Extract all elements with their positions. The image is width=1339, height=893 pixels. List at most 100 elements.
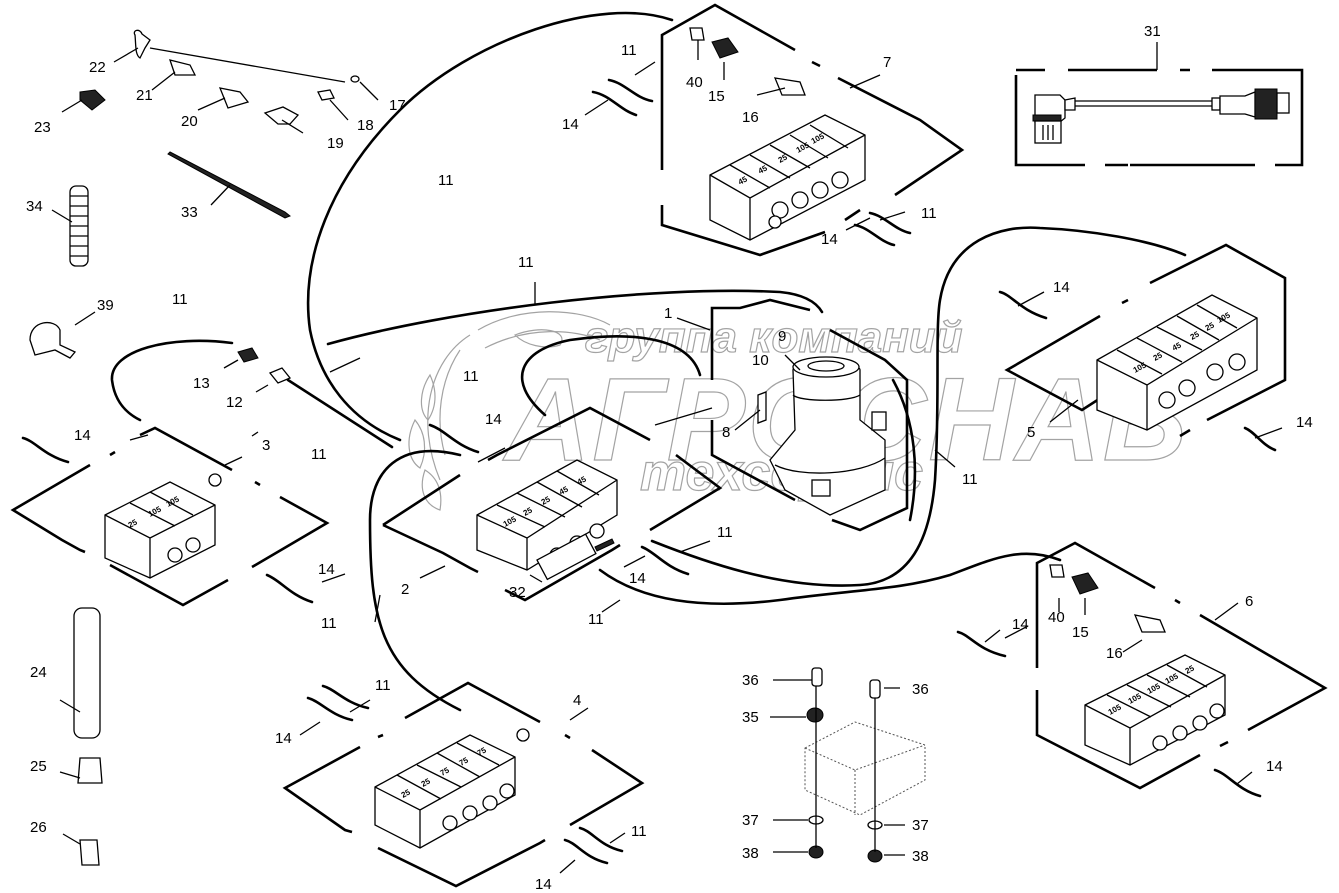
callout-14: 14 — [535, 876, 552, 893]
callout-15: 15 — [708, 88, 725, 105]
mounting-bracket-group — [804, 667, 926, 863]
callout-17: 17 — [389, 97, 406, 114]
distributor-block-7: 45 45 25 105 105 — [709, 114, 866, 241]
hose-cut-mark — [591, 90, 638, 117]
callout-21: 21 — [136, 87, 153, 104]
callout-11: 11 — [321, 615, 337, 632]
fitting-18 — [317, 89, 335, 101]
callout-36: 36 — [742, 672, 759, 689]
callout-14: 14 — [318, 561, 335, 578]
fitting-12 — [268, 367, 292, 384]
callout-38: 38 — [742, 845, 759, 862]
cable-31 — [1032, 88, 1290, 144]
clamp-39 — [29, 321, 77, 359]
distributor-block-3: 25 105 105 — [104, 473, 222, 579]
hose-line — [368, 449, 462, 712]
callout-11: 11 — [588, 611, 604, 628]
callout-16: 16 — [742, 109, 759, 126]
callout-14: 14 — [1266, 758, 1283, 775]
callout-15: 15 — [1072, 624, 1089, 641]
frame-assembly-31 — [1014, 68, 1304, 167]
callout-5: 5 — [1027, 424, 1035, 441]
callout-14: 14 — [1296, 414, 1313, 431]
callout-36: 36 — [912, 681, 929, 698]
frame-assembly-2 — [382, 406, 723, 602]
callout-38: 38 — [912, 848, 929, 865]
callout-2: 2 — [401, 581, 409, 598]
hose-line — [110, 339, 234, 422]
distributor-block-4: 25 25 75 75 75 — [374, 728, 530, 849]
plug-40 — [1049, 564, 1065, 578]
assembly-frames — [10, 3, 1328, 888]
callout-11: 11 — [962, 471, 978, 488]
hose-cut-mark — [640, 545, 690, 576]
frame-assembly-1 — [710, 298, 909, 532]
plug-13 — [237, 347, 259, 363]
coupling-20 — [218, 87, 250, 109]
nipple-26 — [79, 839, 100, 866]
frame-assembly-3 — [10, 426, 330, 607]
hose-line — [286, 378, 394, 449]
hose-cut-mark — [428, 423, 480, 454]
grease-gun-24 — [73, 607, 101, 739]
distributor-block-6: 105 105 105 105 25 — [1084, 654, 1226, 766]
callout-20: 20 — [181, 113, 198, 130]
sensor-8 — [757, 391, 767, 424]
callout-9: 9 — [778, 328, 786, 345]
callout-40: 40 — [686, 74, 703, 91]
callout-13: 13 — [193, 375, 210, 392]
hose-cut-mark — [1213, 768, 1262, 798]
plug-40 — [689, 27, 705, 41]
callout-14: 14 — [629, 570, 646, 587]
hose-line — [891, 378, 917, 522]
hose-line — [326, 289, 824, 346]
hose-cut-mark — [868, 211, 912, 235]
oring-17 — [350, 75, 360, 83]
hose-cut-mark — [21, 436, 70, 464]
leader-lines — [51, 40, 1283, 874]
fitting-16 — [773, 77, 806, 96]
callout-11: 11 — [438, 172, 454, 189]
callout-14: 14 — [485, 411, 502, 428]
callout-16: 16 — [1106, 645, 1123, 662]
hose-line — [650, 226, 1187, 587]
watermark-wreath-icon — [408, 311, 611, 511]
callout-1: 1 — [664, 305, 672, 322]
callout-10: 10 — [752, 352, 769, 369]
callout-6: 6 — [1245, 593, 1253, 610]
fitting-15 — [711, 37, 739, 59]
callout-34: 34 — [26, 198, 43, 215]
callout-39: 39 — [97, 297, 114, 314]
distributor-block-2: 105 25 25 45 45 — [476, 459, 618, 581]
hose-cut-mark — [578, 826, 624, 853]
callout-31: 31 — [1144, 23, 1161, 40]
frame-assembly-4 — [282, 681, 645, 888]
hose-cut-mark — [321, 684, 370, 710]
distributor-block-5: 105 25 45 25 25 105 — [1096, 294, 1258, 431]
callout-11: 11 — [463, 368, 479, 385]
callout-40: 40 — [1048, 609, 1065, 626]
callout-14: 14 — [275, 730, 292, 747]
callout-11: 11 — [717, 524, 733, 541]
lubrication-pump — [757, 356, 887, 516]
fitting-parts — [29, 27, 1166, 866]
callout-26: 26 — [30, 819, 47, 836]
callout-11: 11 — [172, 291, 188, 308]
callout-14: 14 — [821, 231, 838, 248]
callout-11: 11 — [375, 677, 391, 694]
callout-22: 22 — [89, 59, 106, 76]
hose-line — [306, 11, 674, 442]
callout-4: 4 — [573, 692, 581, 709]
cap-22 — [133, 29, 151, 59]
frame-assembly-6 — [1035, 541, 1328, 790]
callout-11: 11 — [311, 446, 327, 463]
callout-35: 35 — [742, 709, 759, 726]
callout-11: 11 — [621, 42, 637, 59]
hose-cut-mark — [956, 630, 1007, 658]
callout-37: 37 — [742, 812, 759, 829]
hose-cut-mark — [306, 696, 354, 722]
callout-14: 14 — [1053, 279, 1070, 296]
frame-assembly-5 — [1004, 243, 1287, 438]
plug-23 — [79, 89, 106, 111]
